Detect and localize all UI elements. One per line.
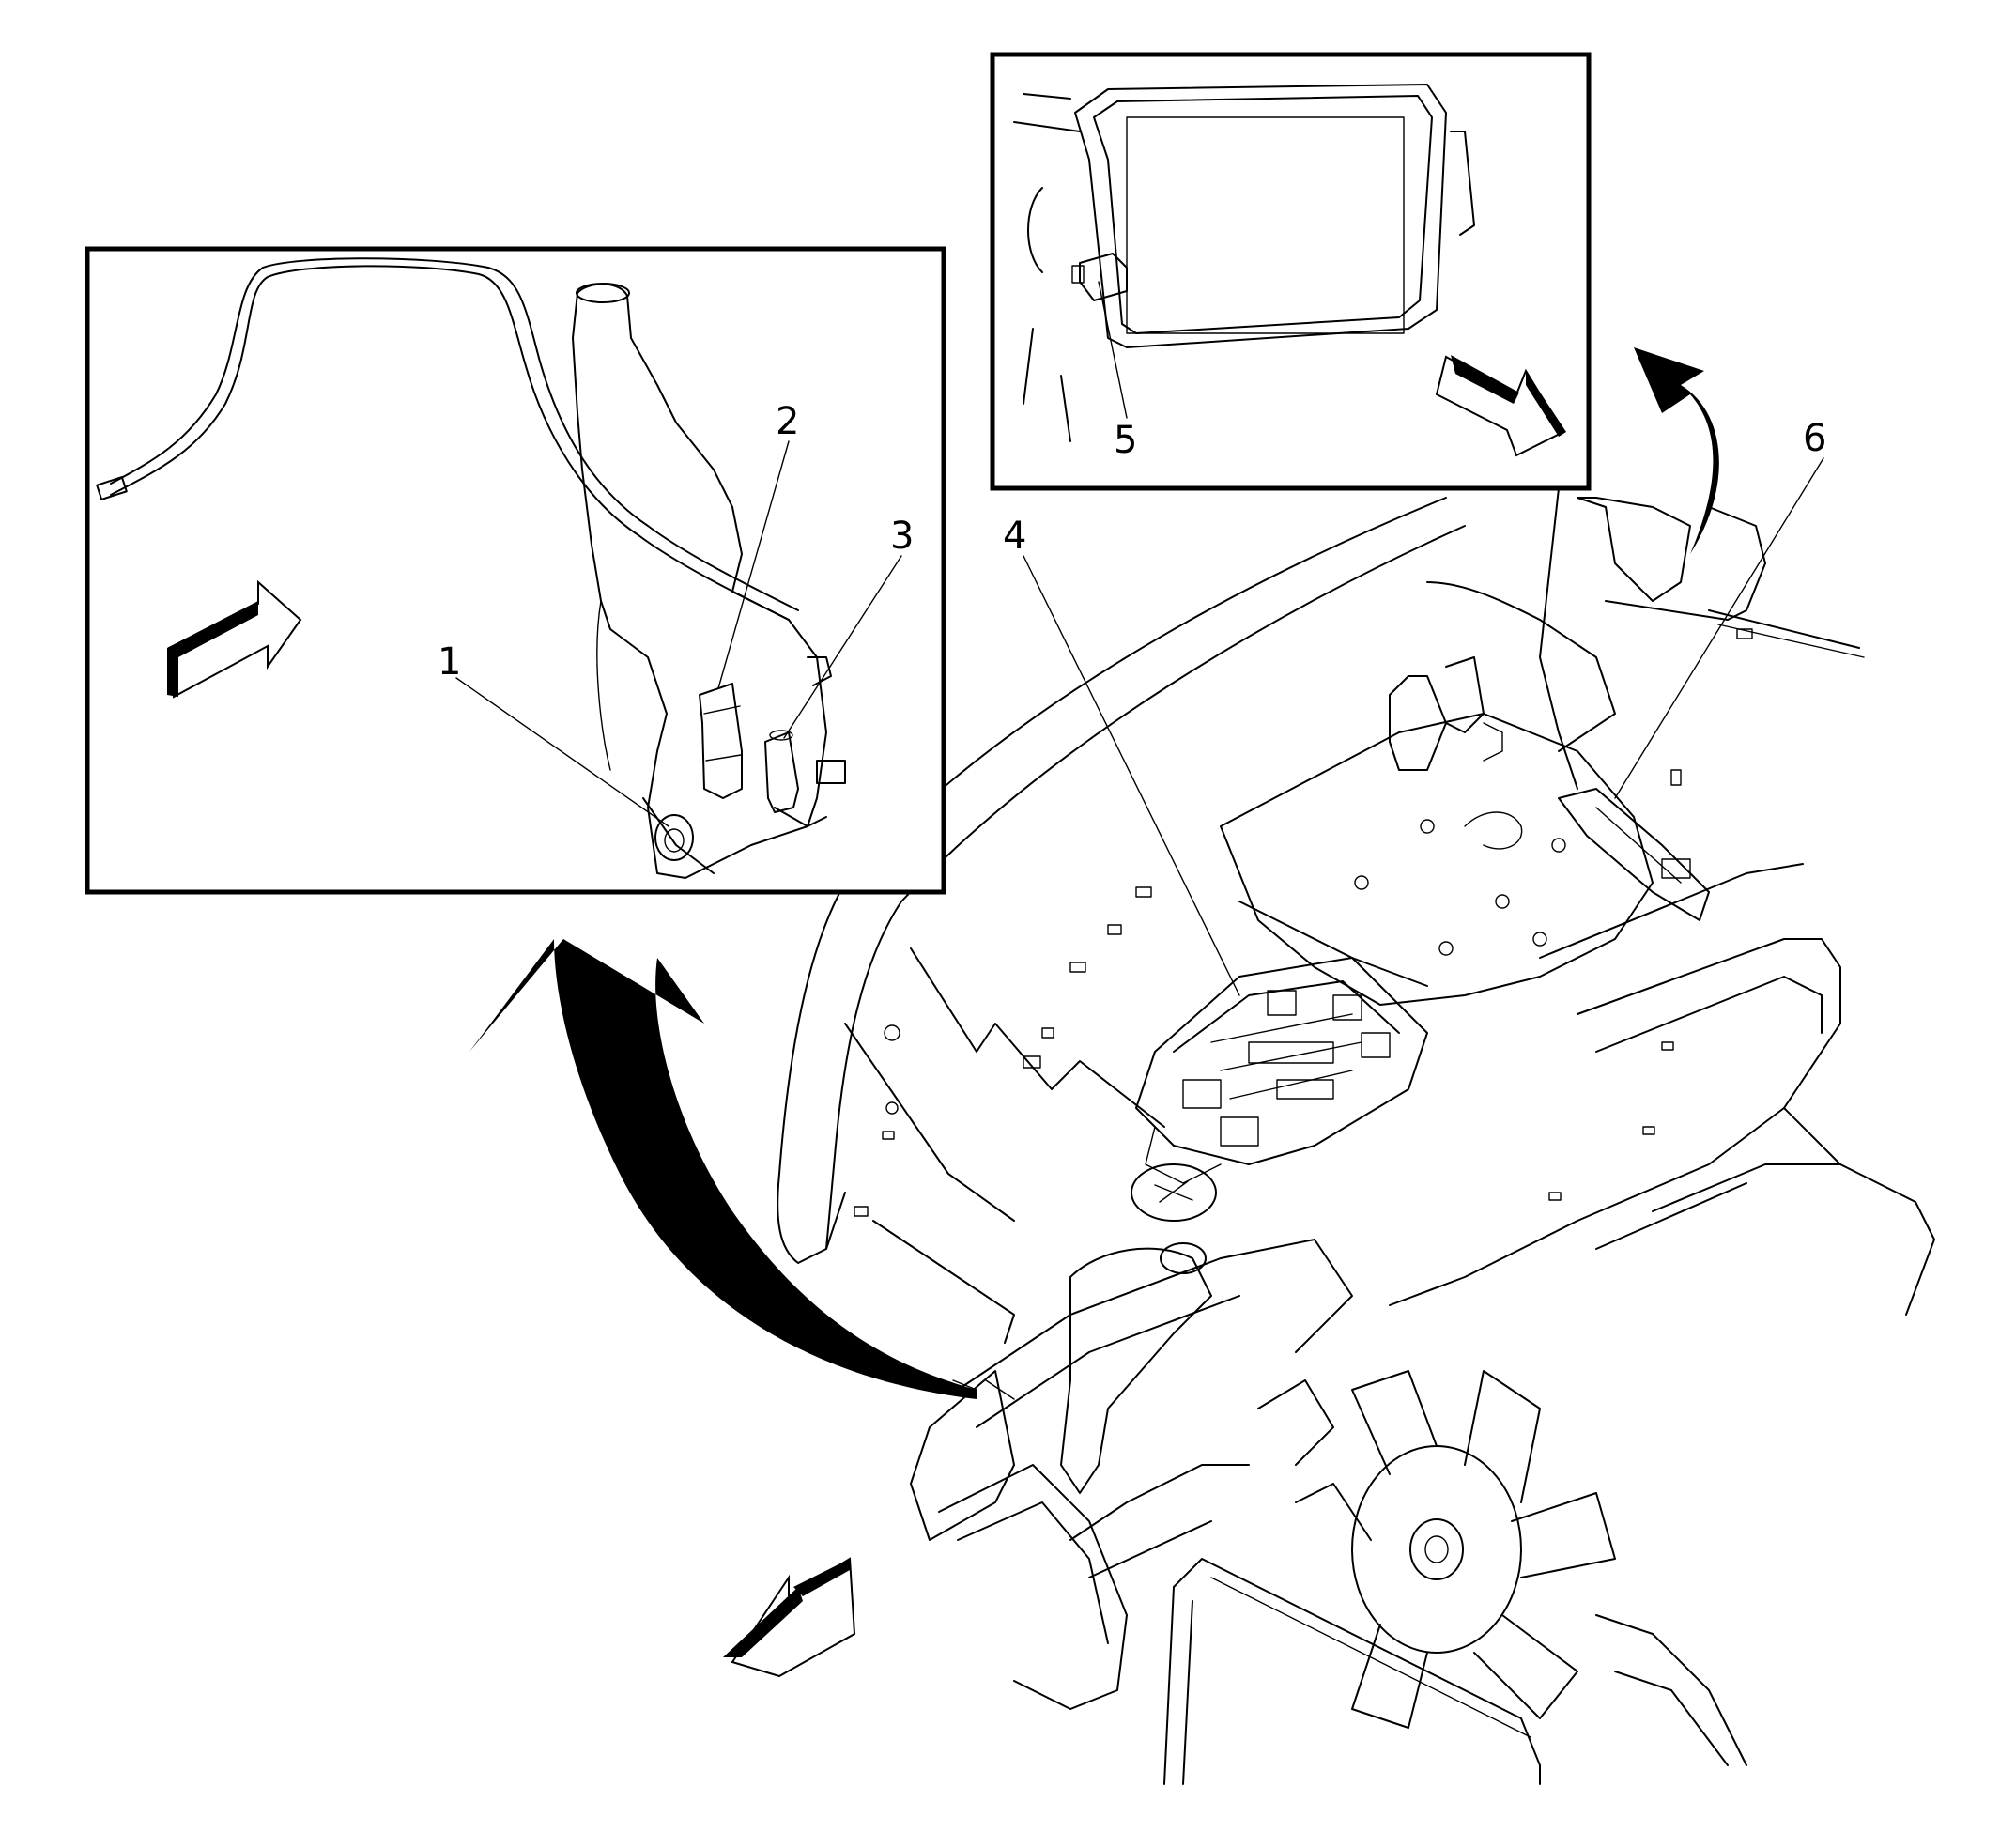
callout-4: 4 bbox=[1003, 515, 1026, 558]
callout-6: 6 bbox=[1803, 417, 1826, 460]
direction-arrow-icon bbox=[1435, 355, 1566, 457]
callout-5: 5 bbox=[1114, 419, 1137, 462]
curved-arrow-icon bbox=[1634, 347, 1719, 554]
fuse-relay-block-illustration bbox=[1135, 957, 1428, 1184]
leader-lines bbox=[455, 281, 1824, 996]
direction-arrow-icon bbox=[723, 1557, 856, 1678]
callout-labels: 1 2 3 4 5 6 bbox=[438, 400, 1826, 684]
control-module-illustration bbox=[1558, 788, 1710, 921]
washer-reservoir-inset bbox=[85, 246, 946, 895]
curved-arrow-icon bbox=[469, 939, 977, 1399]
condenser-sensor-inset bbox=[990, 52, 1592, 491]
callout-2: 2 bbox=[776, 400, 799, 443]
callout-3: 3 bbox=[890, 515, 914, 558]
cooling-fan-illustration bbox=[1351, 1370, 1616, 1729]
callout-1: 1 bbox=[438, 640, 461, 684]
direction-arrow-icon bbox=[167, 579, 302, 699]
engine-compartment-illustration bbox=[777, 487, 1935, 1785]
